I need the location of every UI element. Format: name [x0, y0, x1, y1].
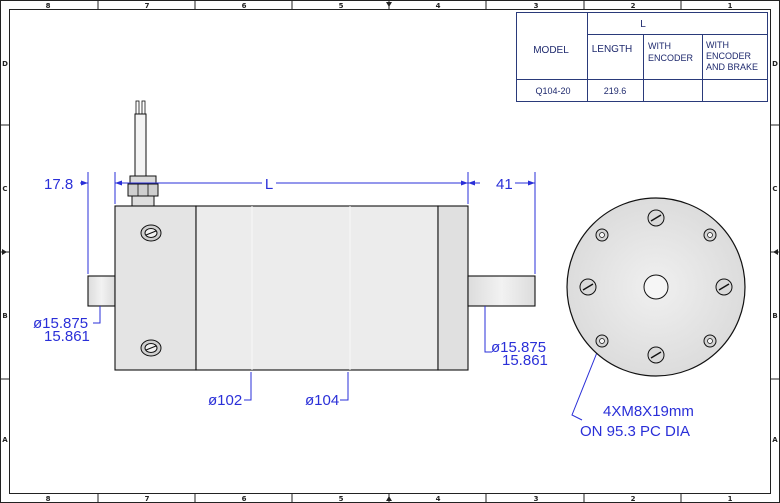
zone-col-top-7: 7 [145, 2, 150, 10]
title-block: MODEL L LENGTH WITH ENCODER WITH ENCODER… [516, 12, 768, 102]
model-cell: Q104-20 [535, 86, 570, 96]
with-encoder-brake-header-line3: AND BRAKE [706, 62, 758, 72]
zone-col-bottom-1: 1 [728, 495, 733, 503]
zone-col-top-3: 3 [534, 2, 539, 10]
motor-body [195, 205, 439, 371]
end-screw-icon [579, 278, 597, 296]
rear-shaft-dia-dim: ø15.875 [33, 315, 88, 332]
zone-col-top-4: 4 [436, 2, 441, 10]
zone-row-right-c: C [772, 185, 777, 193]
zone-row-right-d: D [772, 60, 778, 68]
zone-row-right-a: A [772, 436, 778, 444]
zone-col-top-8: 8 [46, 2, 51, 10]
zone-col-bottom-6: 6 [242, 495, 247, 503]
body-dia-dim: ø104 [305, 392, 339, 409]
zone-row-left-d: D [2, 60, 8, 68]
end-screw-icon [647, 209, 665, 227]
cable [134, 100, 147, 179]
front-shaft-dia-dim: ø15.875 [491, 339, 546, 356]
with-encoder-brake-header-line2: ENCODER [706, 51, 752, 61]
front-shaft [467, 275, 536, 307]
zone-col-bottom-4: 4 [436, 495, 441, 503]
zone-col-top-5: 5 [339, 2, 344, 10]
with-encoder-header-line1: WITH [648, 41, 671, 51]
zone-col-top-1: 1 [728, 2, 733, 10]
zone-row-left-a: A [2, 436, 8, 444]
cable-gland [127, 175, 159, 207]
rear-shaft-length-dim: 17.8 [44, 176, 73, 193]
dimension-lines [80, 172, 601, 421]
zone-col-top-6: 6 [242, 2, 247, 10]
front-flange [437, 205, 469, 371]
zone-col-bottom-5: 5 [339, 495, 344, 503]
zone-row-left-c: C [2, 185, 7, 193]
rear-shaft-dia-tol-dim: 15.861 [44, 328, 90, 345]
end-screw-icon [715, 278, 733, 296]
length-cell: 219.6 [604, 86, 627, 96]
zone-row-right-b: B [772, 312, 777, 320]
motor-side-view [87, 100, 536, 371]
zone-col-bottom-2: 2 [631, 495, 636, 503]
tapped-hole-icon [595, 228, 609, 242]
tapped-hole-icon [703, 228, 717, 242]
hole-callout-line2: ON 95.3 PC DIA [580, 423, 690, 440]
hole-callout-line1: 4XM8X19mm [603, 403, 694, 420]
end-cap-screw-icon [140, 339, 162, 357]
zone-row-left-b: B [2, 312, 7, 320]
body-length-dim: L [265, 176, 273, 193]
front-shaft-dia-tol-dim: 15.861 [502, 352, 548, 369]
shaft-end [643, 274, 669, 300]
end-screw-icon [647, 346, 665, 364]
rear-shaft [87, 275, 116, 307]
end-cap-screw-icon [140, 224, 162, 242]
zone-col-bottom-8: 8 [46, 495, 51, 503]
front-shaft-length-dim: 41 [496, 176, 513, 193]
length-header: LENGTH [592, 44, 633, 55]
zone-col-bottom-7: 7 [145, 495, 150, 503]
tapped-hole-icon [595, 334, 609, 348]
zone-col-top-2: 2 [631, 2, 636, 10]
length-group-header: L [640, 19, 646, 30]
flange-dia-dim: ø102 [208, 392, 242, 409]
zone-col-bottom-3: 3 [534, 495, 539, 503]
model-header: MODEL [533, 45, 569, 56]
motor-end-view [566, 197, 746, 377]
with-encoder-header-line2: ENCODER [648, 53, 694, 63]
tapped-hole-icon [703, 334, 717, 348]
with-encoder-brake-header-line1: WITH [706, 40, 729, 50]
